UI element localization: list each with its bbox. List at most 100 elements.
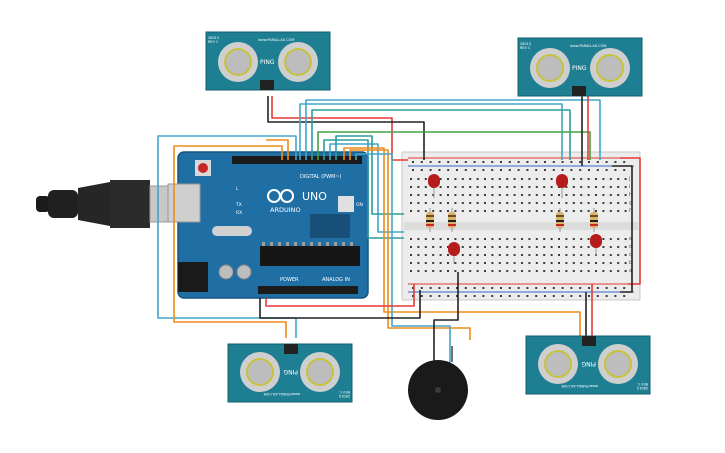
sensor-site: www.PARALLAX.COM — [570, 44, 606, 48]
breadboard-hole — [412, 295, 414, 297]
breadboard-hole — [521, 210, 523, 212]
breadboard-hole — [623, 169, 626, 171]
wire-black — [259, 290, 421, 319]
breadboard-hole — [580, 270, 583, 272]
breadboard-hole — [461, 186, 464, 188]
breadboard-hole — [506, 238, 509, 240]
breadboard-hole — [528, 246, 531, 248]
breadboard-hole — [535, 169, 538, 171]
wire-black — [612, 165, 633, 293]
breadboard-hole — [417, 270, 420, 272]
breadboard: j i h g f e d c b a — [401, 151, 641, 301]
breadboard-hole — [614, 161, 617, 163]
breadboard-hole — [410, 246, 412, 248]
row-letter: d — [629, 244, 632, 250]
row-letter: f — [629, 208, 631, 214]
breadboard-hole — [580, 262, 583, 264]
breadboard-hole — [580, 254, 583, 256]
breadboard-hole — [528, 262, 531, 264]
breadboard-hole — [570, 169, 573, 171]
breadboard-hole — [580, 238, 583, 240]
breadboard-hole — [521, 194, 523, 196]
breadboard-hole — [617, 238, 620, 240]
breadboard-hole — [429, 161, 432, 163]
breadboard-hole — [484, 254, 486, 256]
breadboard-hole — [521, 186, 523, 188]
breadboard-hole — [498, 186, 501, 188]
arduino-model: UNO — [302, 190, 327, 203]
breadboard-hole — [424, 194, 427, 196]
on-label: ON — [356, 202, 363, 208]
sensor-site: www.PARALLAX.COM — [264, 392, 300, 396]
breadboard-hole — [528, 254, 531, 256]
ping-sensor-bottom-left: PING www.PARALLAX.COM 28015 REV C — [227, 343, 353, 403]
breadboard-hole — [544, 287, 546, 289]
breadboard-hole — [476, 178, 479, 180]
breadboard-hole — [500, 169, 502, 171]
breadboard-hole — [513, 210, 516, 212]
breadboard-hole — [429, 295, 432, 297]
breadboard-hole — [447, 161, 450, 163]
wire-red — [620, 157, 641, 285]
breadboard-hole — [432, 202, 435, 204]
breadboard-hole — [579, 161, 582, 163]
breadboard-hole — [552, 161, 555, 163]
breadboard-hole — [498, 246, 501, 248]
breadboard-hole — [561, 161, 564, 163]
breadboard-hole — [558, 270, 560, 272]
piezo-buzzer — [408, 346, 468, 420]
breadboard-hole — [424, 262, 427, 264]
breadboard-hole — [476, 238, 479, 240]
breadboard-hole — [609, 178, 612, 180]
breadboard-hole — [432, 238, 435, 240]
breadboard-hole — [439, 262, 442, 264]
breadboard-hole — [617, 178, 620, 180]
breadboard-hole — [508, 161, 511, 163]
breadboard-hole — [587, 246, 590, 248]
breadboard-hole — [624, 194, 627, 196]
breadboard-hole — [580, 178, 583, 180]
breadboard-hole — [438, 287, 441, 289]
breadboard-hole — [565, 246, 568, 248]
breadboard-hole — [447, 194, 449, 196]
breadboard-hole — [535, 186, 538, 188]
breadboard-hole — [558, 262, 560, 264]
breadboard-hole — [447, 210, 449, 212]
breadboard-hole — [464, 169, 467, 171]
breadboard-hole — [439, 254, 442, 256]
breadboard-hole — [543, 254, 546, 256]
wire-orange — [266, 139, 289, 160]
breadboard-hole — [595, 270, 597, 272]
breadboard-hole — [469, 194, 472, 196]
breadboard-hole — [412, 287, 414, 289]
breadboard-hole — [424, 254, 427, 256]
breadboard-hole — [602, 186, 605, 188]
breadboard-hole — [565, 210, 568, 212]
ping-sensor-bottom-right: PING www.PARALLAX.COM 28015 REV C — [525, 335, 651, 395]
breadboard-hole — [456, 161, 458, 163]
breadboard-hole — [617, 210, 620, 212]
breadboard-hole — [624, 262, 627, 264]
sensor-rev: REV C — [637, 382, 648, 386]
digital-label: DIGITAL (PWM~) — [300, 174, 342, 180]
breadboard-hole — [410, 254, 412, 256]
breadboard-hole — [595, 194, 597, 196]
breadboard-hole — [550, 186, 553, 188]
arduino-uno-board: ARDUINO UNO DIGITAL (PWM~) POWER ANALOG … — [167, 151, 369, 299]
breadboard-hole — [461, 194, 464, 196]
breadboard-hole — [461, 238, 464, 240]
breadboard-hole — [587, 194, 590, 196]
breadboard-hole — [605, 287, 608, 289]
breadboard-hole — [506, 202, 509, 204]
breadboard-hole — [491, 194, 494, 196]
breadboard-hole — [528, 202, 531, 204]
breadboard-hole — [469, 238, 472, 240]
breadboard-hole — [439, 246, 442, 248]
breadboard-hole — [476, 202, 479, 204]
breadboard-hole — [506, 178, 509, 180]
breadboard-hole — [417, 254, 420, 256]
breadboard-hole — [432, 254, 435, 256]
breadboard-hole — [473, 161, 476, 163]
wire-teal — [311, 109, 571, 160]
